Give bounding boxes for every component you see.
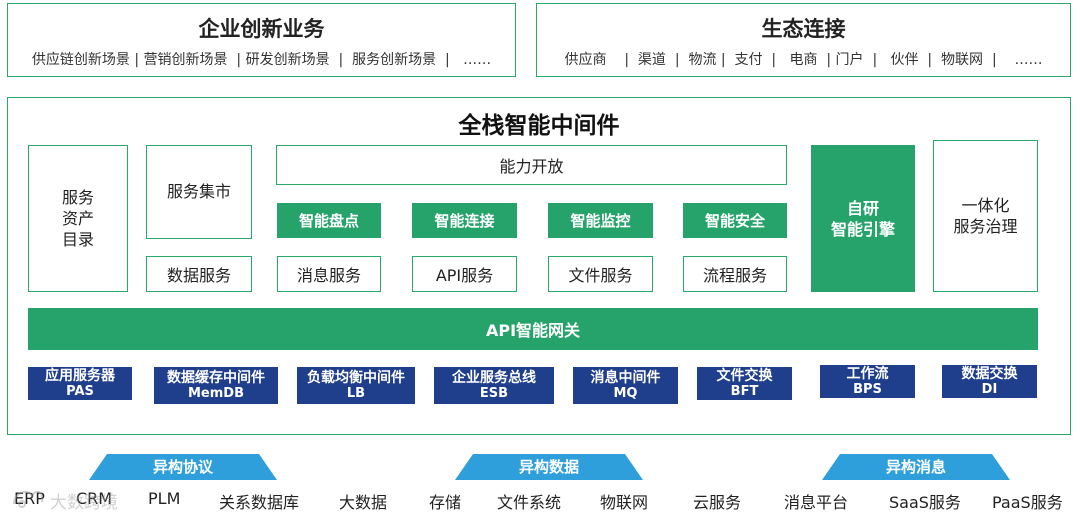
smart-connect-box: 智能连接 — [412, 203, 517, 238]
smart-inventory-label: 智能盘点 — [298, 212, 359, 230]
middleware-title: 全栈智能中间件 — [458, 113, 620, 139]
service-market: 服务集市 — [146, 145, 252, 239]
message-service-label: 消息服务 — [296, 266, 361, 285]
capability-open: 能力开放 — [276, 145, 787, 185]
smart-monitor-label: 智能监控 — [570, 212, 631, 230]
watermark-text: 大数跨境 — [50, 493, 118, 513]
service-governance-label: 一体化 服务治理 — [953, 196, 1018, 236]
component-mq-name: 消息中间件 — [590, 369, 661, 386]
enterprise-innovation-panel: 企业创新业务 供应链创新场景 | 营销创新场景 | 研发创新场景 | 服务创新场… — [7, 3, 516, 77]
banner-shape-data — [455, 454, 643, 480]
component-bft-abbr: BFT — [730, 383, 759, 399]
component-lb-abbr: LB — [346, 385, 366, 401]
api-gateway-bar: API智能网关 — [28, 308, 1038, 350]
system-message-platform: 消息平台 — [784, 493, 849, 512]
component-mq-abbr: MQ — [613, 385, 638, 401]
system-crm: CRM — [76, 489, 113, 508]
banner-shape-protocol — [89, 454, 277, 480]
component-bft: 文件交换 BFT — [697, 367, 792, 400]
ecosystem-panel: 生态连接 供应商 | 渠道 | 物流 | 支付 | 电商 | 门户 | 伙伴 |… — [536, 3, 1071, 77]
component-bps-name: 工作流 — [846, 365, 889, 382]
component-esb-name: 企业服务总线 — [452, 369, 536, 386]
banner-shape-message — [822, 454, 1010, 480]
enterprise-innovation-title: 企业创新业务 — [198, 17, 325, 41]
service-assets-label: 服务 资产 目录 — [61, 188, 94, 249]
component-esb-abbr: ESB — [479, 385, 509, 401]
process-service-box: 流程服务 — [683, 256, 787, 292]
system-big-data: 大数据 — [339, 493, 388, 512]
heterogeneous-message-label: 异构消息 — [885, 458, 946, 476]
system-paas: PaaS服务 — [992, 493, 1063, 512]
ecosystem-items: 供应商 | 渠道 | 物流 | 支付 | 电商 | 门户 | 伙伴 | 物联网 … — [564, 52, 1043, 68]
system-plm: PLM — [148, 489, 181, 508]
component-di: 数据交换 DI — [942, 365, 1037, 398]
api-service-box: API服务 — [412, 256, 517, 292]
file-service-box: 文件服务 — [548, 256, 653, 292]
component-di-name: 数据交换 — [961, 365, 1018, 382]
component-pas-name: 应用服务器 — [45, 367, 115, 384]
system-iot: 物联网 — [600, 493, 649, 512]
data-service-label: 数据服务 — [166, 266, 231, 285]
data-service: 数据服务 — [146, 256, 252, 292]
service-market-label: 服务集市 — [166, 182, 231, 201]
heterogeneous-data-banner: 异构数据 — [455, 454, 643, 480]
heterogeneous-data-label: 异构数据 — [518, 458, 579, 476]
file-service-label: 文件服务 — [568, 266, 633, 285]
ecosystem-title: 生态连接 — [761, 17, 846, 41]
component-memdb-abbr: MemDB — [188, 385, 244, 401]
watermark-logo: 大数跨境 — [10, 484, 140, 513]
system-erp: ERP — [14, 489, 45, 508]
system-storage: 存储 — [429, 493, 462, 512]
api-gateway-label: API智能网关 — [485, 321, 581, 340]
component-memdb: 数据缓存中间件 MemDB — [154, 367, 278, 404]
smart-engine-box: 自研 智能引擎 — [811, 145, 915, 292]
system-relational-db: 关系数据库 — [219, 493, 300, 512]
enterprise-innovation-scenarios: 供应链创新场景 | 营销创新场景 | 研发创新场景 | 服务创新场景 | …… — [31, 52, 492, 68]
heterogeneous-message-banner: 异构消息 — [822, 454, 1010, 480]
component-bft-name: 文件交换 — [716, 367, 773, 384]
smart-security-label: 智能安全 — [704, 212, 765, 230]
component-di-abbr: DI — [981, 381, 998, 397]
process-service-label: 流程服务 — [702, 266, 767, 285]
capability-open-label: 能力开放 — [499, 157, 564, 176]
heterogeneous-protocol-label: 异构协议 — [152, 458, 213, 476]
component-mq: 消息中间件 MQ — [573, 367, 678, 404]
heterogeneous-protocol-banner: 异构协议 — [89, 454, 277, 480]
service-governance-box: 一体化 服务治理 — [933, 140, 1038, 292]
component-lb: 负载均衡中间件 LB — [297, 367, 415, 404]
system-cloud-service: 云服务 — [693, 493, 742, 512]
smart-inventory-box: 智能盘点 — [277, 203, 381, 238]
component-lb-name: 负载均衡中间件 — [307, 369, 405, 386]
watermark-logo-icon — [13, 490, 44, 508]
component-bps-abbr: BPS — [853, 381, 882, 397]
system-saas: SaaS服务 — [889, 493, 961, 512]
component-pas-abbr: PAS — [66, 383, 94, 399]
component-pas: 应用服务器 PAS — [28, 367, 132, 400]
api-service-label: API服务 — [435, 266, 494, 285]
component-esb: 企业服务总线 ESB — [434, 367, 554, 404]
component-bps: 工作流 BPS — [820, 365, 915, 398]
component-memdb-name: 数据缓存中间件 — [167, 369, 265, 386]
smart-engine-label: 自研 智能引擎 — [830, 198, 895, 239]
system-file-system: 文件系统 — [497, 493, 562, 512]
message-service-box: 消息服务 — [277, 256, 381, 292]
service-assets-catalog: 服务 资产 目录 — [28, 145, 128, 292]
smart-connect-label: 智能连接 — [434, 212, 495, 230]
smart-security-box: 智能安全 — [683, 203, 787, 238]
smart-monitor-box: 智能监控 — [548, 203, 653, 238]
